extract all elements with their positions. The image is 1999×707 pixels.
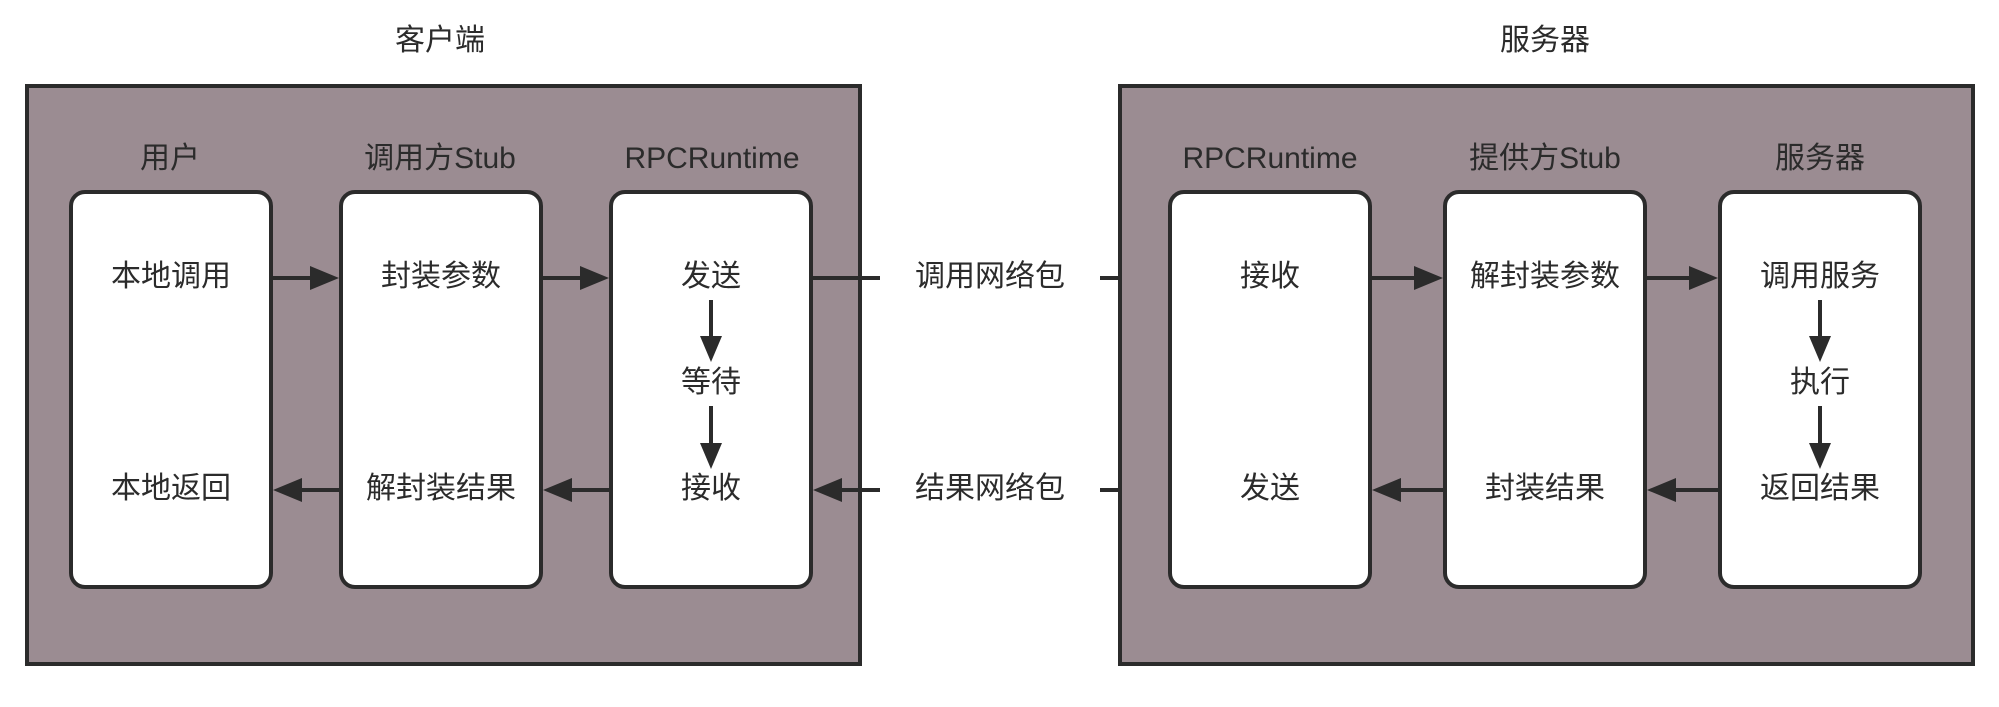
client-text-local-return: 本地返回 [111, 472, 231, 505]
server-node-box-provider-stub[interactable] [1443, 190, 1647, 589]
client-arrow-send-to-wait [700, 300, 722, 362]
server-text-unpack-params: 解封装参数 [1470, 260, 1620, 293]
client-panel-title: 客户端 [395, 24, 485, 57]
response-packet-label: 结果网络包 [915, 472, 1065, 505]
server-text-return-result: 返回结果 [1760, 472, 1880, 505]
server-text-send: 发送 [1240, 472, 1300, 505]
request-packet-label: 调用网络包 [915, 260, 1065, 293]
server-text-pack-result: 封装结果 [1485, 472, 1605, 505]
server-text-receive: 接收 [1240, 260, 1300, 293]
server-text-execute: 执行 [1790, 366, 1850, 399]
server-arrow-unpack-to-callservice [1647, 266, 1718, 290]
client-node-box-caller-stub[interactable] [339, 190, 543, 589]
client-arrow-pack-to-send [543, 266, 609, 290]
server-arrow-returnresult-to-packresult [1647, 478, 1718, 502]
client-column-label-user: 用户 [140, 142, 200, 175]
server-text-call-service: 调用服务 [1760, 260, 1880, 293]
client-column-label-rpcruntime: RPCRuntime [624, 142, 799, 175]
client-column-label-caller-stub: 调用方Stub [364, 142, 516, 175]
client-arrow-unpack-to-localreturn [273, 478, 339, 502]
client-text-pack-params: 封装参数 [381, 260, 501, 293]
server-arrow-receive-to-unpack [1372, 266, 1443, 290]
server-column-label-provider-stub: 提供方Stub [1469, 142, 1621, 175]
server-node-box-rpcruntime[interactable] [1168, 190, 1372, 589]
client-text-send: 发送 [681, 260, 741, 293]
server-panel-title: 服务器 [1500, 24, 1590, 57]
response-arrow-head [813, 478, 842, 502]
server-arrow-packresult-to-send [1372, 478, 1443, 502]
client-arrow-wait-to-receive [700, 406, 722, 469]
client-panel-group: 客户端 用户 调用方Stub RPCRuntime 本地调用 本地返回 封装参数… [25, 24, 862, 666]
server-column-label-rpcruntime: RPCRuntime [1182, 142, 1357, 175]
client-arrow-receive-to-unpack [543, 478, 609, 502]
client-text-unpack-result: 解封装结果 [366, 472, 516, 505]
server-panel-group: 服务器 RPCRuntime 提供方Stub 服务器 接收 发送 解封装参数 封… [1118, 24, 1975, 666]
client-arrow-localcall-to-pack [273, 266, 339, 290]
client-text-local-call: 本地调用 [111, 260, 231, 293]
client-node-box-rpcruntime[interactable] [609, 190, 813, 589]
client-node-box-user[interactable] [69, 190, 273, 589]
server-column-label-server: 服务器 [1775, 142, 1865, 175]
server-node-box-server[interactable] [1718, 190, 1922, 589]
server-arrow-callservice-to-execute [1809, 300, 1831, 362]
network-links-group: 调用网络包 结果网络包 [811, 260, 1166, 505]
client-text-wait: 等待 [681, 366, 741, 399]
server-arrow-execute-to-returnresult [1809, 406, 1831, 469]
client-text-receive: 接收 [681, 472, 741, 505]
